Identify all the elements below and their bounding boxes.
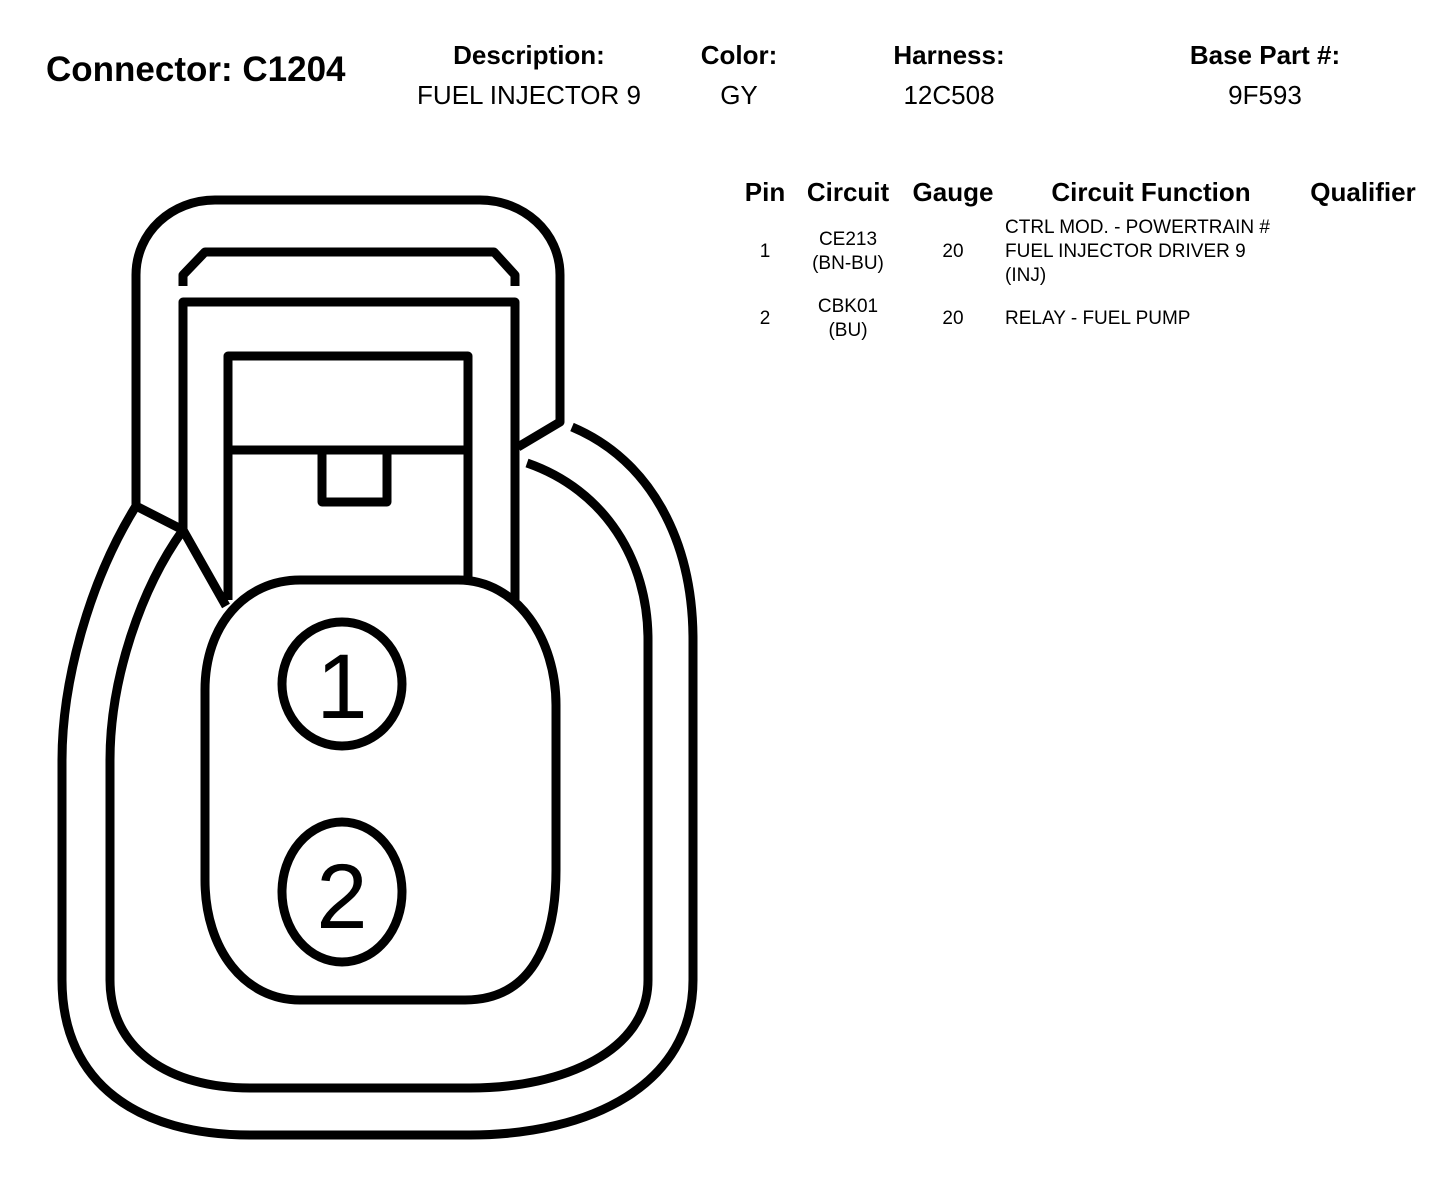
color-value: GY bbox=[720, 80, 758, 110]
latch-tab-top bbox=[178, 247, 520, 286]
base-part-label: Base Part #: bbox=[1189, 40, 1341, 70]
pin-2-cavity bbox=[277, 817, 407, 967]
table-header-qualifier: Qualifier bbox=[1310, 177, 1416, 207]
table-row-1-function-line1: CTRL MOD. - POWERTRAIN # bbox=[1005, 217, 1270, 238]
table-row-1-function-line2: FUEL INJECTOR DRIVER 9 bbox=[1005, 241, 1246, 262]
pin-1-cavity bbox=[277, 617, 407, 751]
table-header-circuit-function: Circuit Function bbox=[1051, 177, 1251, 207]
table-header-circuit: Circuit bbox=[806, 177, 890, 207]
table-row-2-circuit: CBK01 bbox=[817, 296, 879, 317]
base-part-value: 9F593 bbox=[1228, 80, 1302, 110]
pin-1-label: 1 bbox=[316, 636, 367, 738]
table-row-2-circuit-color: (BU) bbox=[828, 320, 868, 341]
table-row-1-circuit-color: (BN-BU) bbox=[812, 253, 884, 274]
description-label: Description: bbox=[453, 40, 605, 70]
harness-label: Harness: bbox=[893, 40, 1005, 70]
harness-value: 12C508 bbox=[903, 80, 995, 110]
keyway-notch bbox=[317, 450, 392, 507]
housing-outer-outline bbox=[57, 422, 698, 1140]
center-cavity bbox=[223, 351, 473, 600]
table-header-gauge: Gauge bbox=[912, 177, 994, 207]
table-row-1-function-line3: (INJ) bbox=[1005, 265, 1047, 286]
housing-inner-outline bbox=[105, 458, 653, 1093]
table-row-1-pin: 1 bbox=[759, 241, 771, 262]
pin-face-outline bbox=[200, 575, 561, 1005]
table-row-1-circuit: CE213 bbox=[818, 229, 878, 250]
table-row-2-pin: 2 bbox=[759, 308, 771, 329]
connector-title: Connector: C1204 bbox=[46, 50, 346, 89]
table-row-2-function-line1: RELAY - FUEL PUMP bbox=[1005, 308, 1191, 329]
table-header-pin: Pin bbox=[744, 177, 786, 207]
latch-arch bbox=[131, 195, 565, 506]
table-row-1-gauge: 20 bbox=[942, 241, 964, 262]
latch-tab-outline bbox=[178, 297, 520, 600]
description-value: FUEL INJECTOR 9 bbox=[417, 80, 641, 110]
color-label: Color: bbox=[700, 40, 778, 70]
table-row-2-gauge: 20 bbox=[942, 308, 964, 329]
pin-2-label: 2 bbox=[316, 846, 367, 948]
